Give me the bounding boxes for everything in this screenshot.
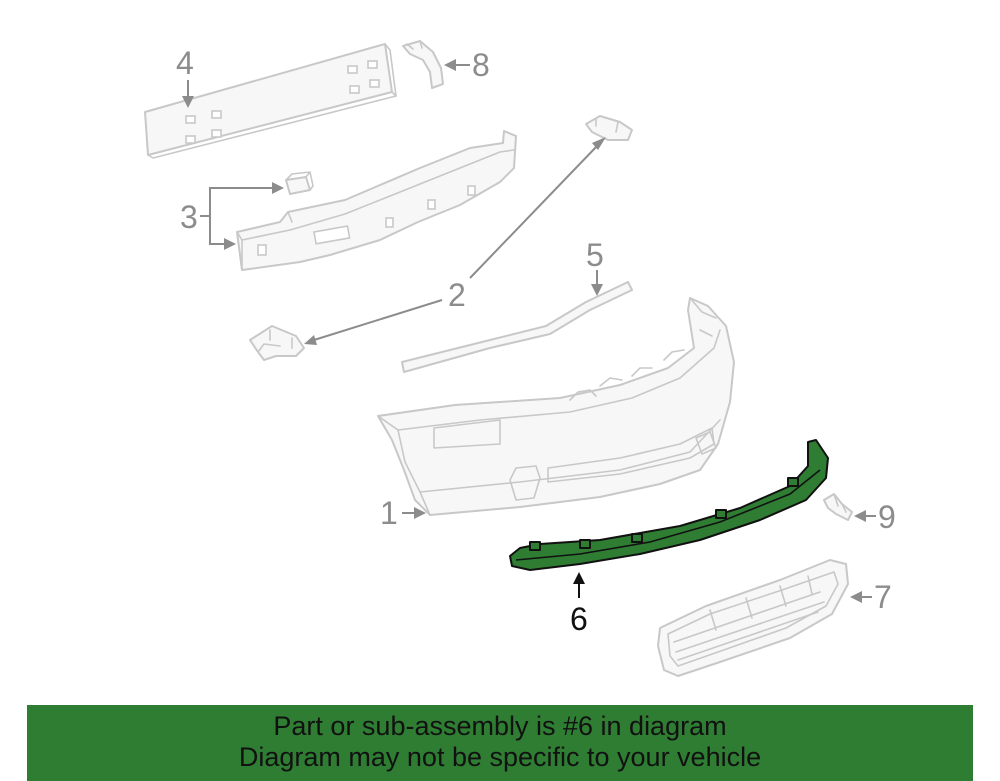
- callout-5-label: 5: [586, 237, 604, 273]
- callout-5: 5: [586, 237, 604, 296]
- callout-4-label: 4: [176, 45, 194, 81]
- callout-9: 9: [854, 499, 896, 535]
- callout-2: 2: [304, 137, 606, 345]
- part-1-bumper-cover: [377, 297, 735, 516]
- callout-6: 6: [570, 572, 588, 637]
- callout-1: 1: [380, 495, 426, 531]
- callout-9-label: 9: [878, 499, 896, 535]
- callout-2-label: 2: [448, 277, 466, 313]
- callout-6-label: 6: [570, 601, 588, 637]
- part-4-reinforcement: [144, 43, 397, 159]
- part-3-energy-absorber: [236, 130, 517, 271]
- callout-3: 3: [180, 182, 284, 250]
- callout-7: 7: [850, 579, 892, 615]
- callout-1-label: 1: [380, 495, 398, 531]
- part-9-fastener: [823, 493, 853, 521]
- callout-8-label: 8: [472, 47, 490, 83]
- banner-line-disclaimer: Diagram may not be specific to your vehi…: [238, 742, 762, 772]
- banner-line-part: Part or sub-assembly is #6 in diagram: [273, 711, 727, 741]
- part-2-guide-upper: [585, 115, 633, 141]
- part-6-lower-valance: [509, 439, 829, 571]
- info-banner: Part or sub-assembly is #6 in diagram Di…: [27, 705, 973, 781]
- callout-4: 4: [176, 45, 194, 108]
- part-7-grille: [657, 559, 849, 677]
- part-2-guide-lower: [249, 325, 305, 361]
- callout-7-label: 7: [874, 579, 892, 615]
- callout-3-label: 3: [180, 199, 198, 235]
- part-5-molding: [401, 281, 633, 373]
- part-8-bracket: [402, 40, 444, 89]
- callout-8: 8: [444, 47, 490, 83]
